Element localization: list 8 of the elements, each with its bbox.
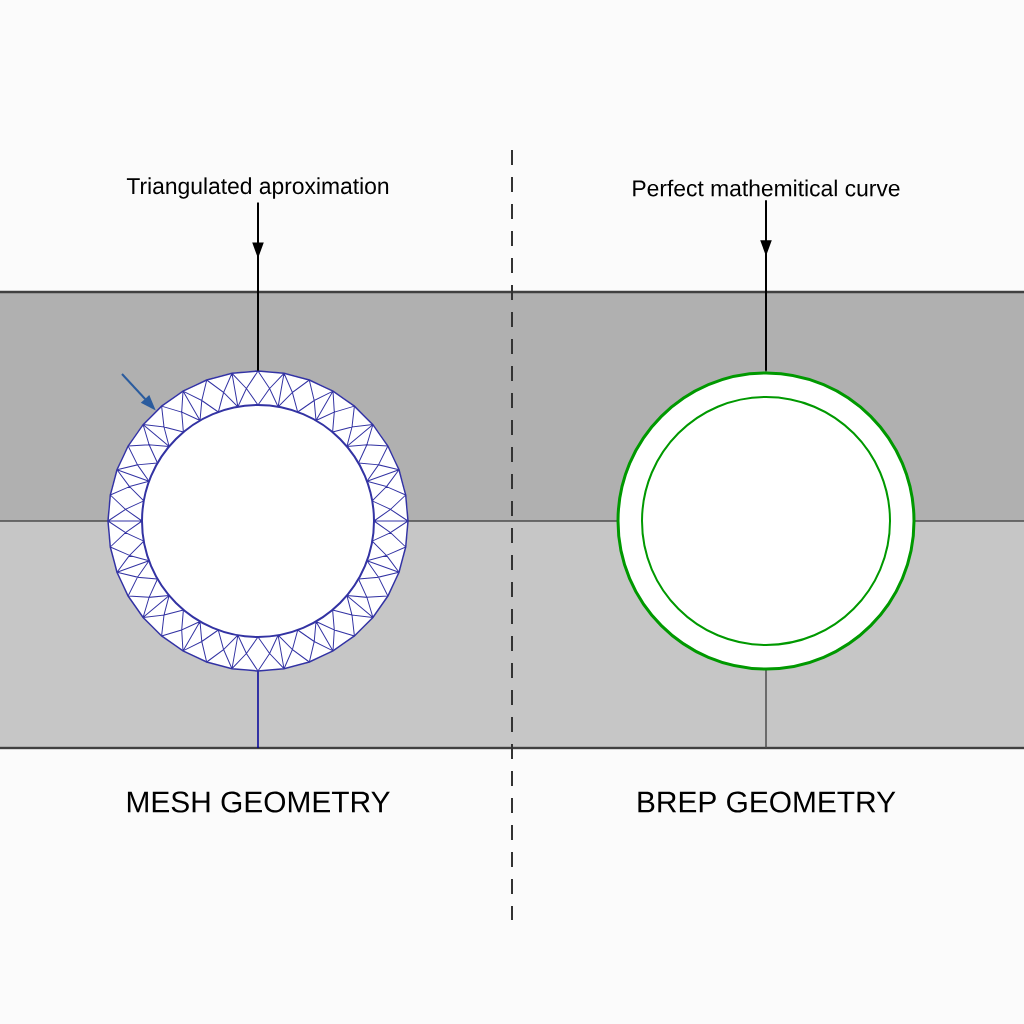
mesh-ring-drawing bbox=[107, 370, 409, 672]
arrow bbox=[252, 201, 264, 372]
panel-caption: MESH GEOMETRY bbox=[127, 791, 390, 813]
annotation-text: Perfect mathemitical curve bbox=[633, 179, 900, 197]
annotation-text: Triangulated aproximation bbox=[126, 177, 389, 199]
panel-caption: BREP GEOMETRY bbox=[638, 791, 896, 813]
arrow bbox=[760, 199, 772, 372]
curve-ring-drawing bbox=[616, 371, 916, 671]
